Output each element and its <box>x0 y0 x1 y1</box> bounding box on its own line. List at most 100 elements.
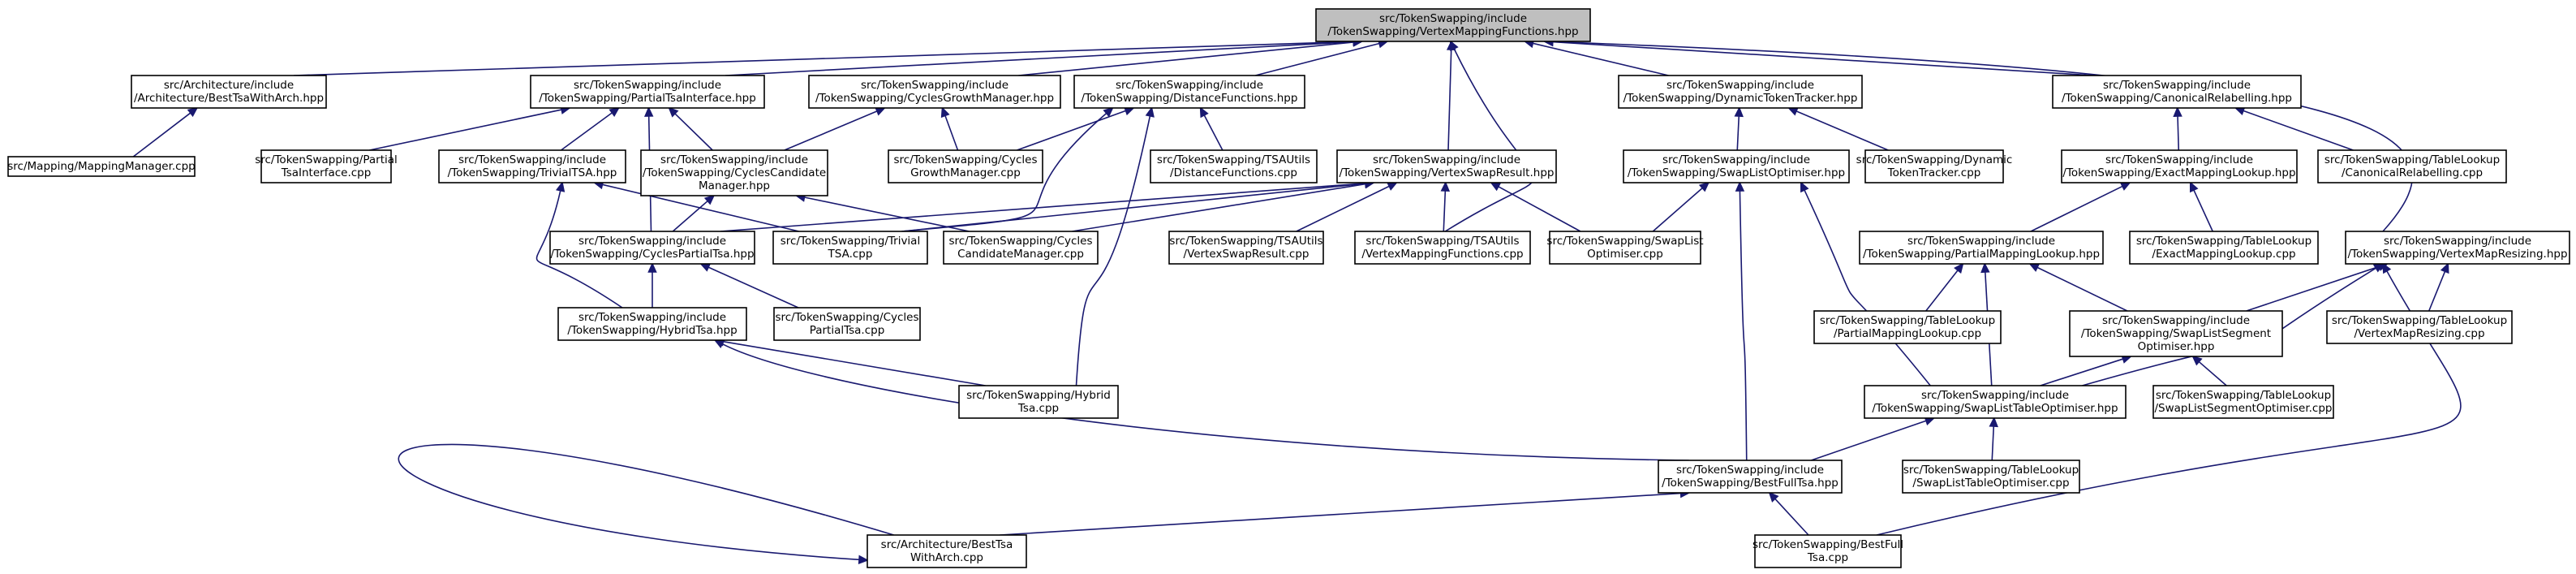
node-box <box>1864 149 2004 183</box>
node-swapListSegmentOptimiserCpp[interactable]: src/TokenSwapping/TableLookup/SwapListSe… <box>2152 385 2334 419</box>
node-box <box>131 75 327 109</box>
node-box <box>1150 149 1318 183</box>
node-label-line: /TokenSwapping/HybridTsa.hpp <box>567 324 737 337</box>
node-trivialTsaCpp[interactable]: src/TokenSwapping/TrivialTSA.cpp <box>772 231 928 265</box>
node-canonicalRelabellingHpp[interactable]: src/TokenSwapping/include/TokenSwapping/… <box>2052 75 2302 109</box>
node-label-line: /TokenSwapping/VertexSwapResult.hpp <box>1340 166 1555 179</box>
node-distanceFunctionsCpp[interactable]: src/TokenSwapping/TSAUtils/DistanceFunct… <box>1150 149 1318 183</box>
node-box <box>7 156 196 177</box>
arrowhead-icon <box>1199 106 1209 119</box>
edge-line <box>1498 186 1581 232</box>
arrowhead-icon <box>1735 181 1745 192</box>
edge-vertexMappingFunctionsCpp-to-root <box>1444 40 1535 232</box>
node-cyclesGrowthManagerHpp[interactable]: src/TokenSwapping/include/TokenSwapping/… <box>808 75 1061 109</box>
node-bestTsaWithArchHpp[interactable]: src/Architecture/include/Architecture/Be… <box>131 75 327 109</box>
node-exactMappingLookupHpp[interactable]: src/TokenSwapping/include/TokenSwapping/… <box>2061 149 2298 183</box>
node-label-line: /TokenSwapping/CyclesCandidate <box>643 166 826 179</box>
node-label-line: src/TokenSwapping/include <box>1676 464 1824 477</box>
node-canonicalRelabellingCpp[interactable]: src/TokenSwapping/TableLookup/CanonicalR… <box>2317 149 2507 183</box>
arrowhead-icon <box>2189 181 2199 193</box>
node-root[interactable]: src/TokenSwapping/include/TokenSwapping/… <box>1315 8 1591 42</box>
node-hybridTsaHpp[interactable]: src/TokenSwapping/include/TokenSwapping/… <box>557 307 747 341</box>
edge-line <box>1203 114 1223 151</box>
edge-hybridTsaCpp-to-hybridTsaHpp <box>713 337 986 386</box>
graph-edges <box>132 37 2462 565</box>
edge-line <box>1795 110 1889 151</box>
edge-vertexSwapResultCpp-to-vertexSwapResultHpp <box>1296 182 1399 232</box>
edge-swapListSegmentOptimiserHpp-to-partialMappingLookupHpp <box>2028 263 2128 312</box>
edge-hybridTsaCpp-to-distanceFunctionsHpp <box>1075 106 1155 386</box>
node-label-line: /TokenSwapping/PartialTsaInterface.hpp <box>539 92 756 105</box>
node-dynamicTokenTrackerHpp[interactable]: src/TokenSwapping/include/TokenSwapping/… <box>1618 75 1863 109</box>
node-dynamicTokenTrackerCpp[interactable]: src/TokenSwapping/DynamicTokenTracker.cp… <box>1856 149 2013 183</box>
edge-line <box>535 190 623 309</box>
edge-line <box>1075 115 1151 386</box>
node-box <box>1549 231 1701 265</box>
node-label-line: src/TokenSwapping/TableLookup <box>2156 389 2331 402</box>
node-cyclesCandidateManagerCpp[interactable]: src/TokenSwapping/CyclesCandidateManager… <box>943 231 1099 265</box>
node-exactMappingLookupCpp[interactable]: src/TokenSwapping/TableLookup/ExactMappi… <box>2129 231 2319 265</box>
node-box <box>260 149 392 183</box>
node-swapListOptimiserCpp[interactable]: src/TokenSwapping/SwapListOptimiser.cpp <box>1546 231 1704 265</box>
node-swapListTableOptimiserCpp[interactable]: src/TokenSwapping/TableLookup/SwapListTa… <box>1902 460 2080 494</box>
node-vertexSwapResultHpp[interactable]: src/TokenSwapping/include/TokenSwapping/… <box>1336 149 1557 183</box>
node-distanceFunctionsHpp[interactable]: src/TokenSwapping/include/TokenSwapping/… <box>1073 75 1305 109</box>
node-vertexMappingFunctionsCpp[interactable]: src/TokenSwapping/TSAUtils/VertexMapping… <box>1354 231 1531 265</box>
arrowhead-icon <box>1103 106 1114 118</box>
edge-line <box>1444 48 1535 232</box>
node-box <box>549 231 755 265</box>
node-partialTsaInterfaceCpp[interactable]: src/TokenSwapping/PartialTsaInterface.cp… <box>255 149 398 183</box>
node-swapListSegmentOptimiserHpp[interactable]: src/TokenSwapping/include/TokenSwapping/… <box>2069 310 2283 357</box>
node-label-line: /DistanceFunctions.cpp <box>1170 166 1297 179</box>
node-label-line: /TokenSwapping/ExactMappingLookup.hpp <box>2062 166 2295 179</box>
node-label-line: src/TokenSwapping/include <box>2384 235 2531 248</box>
node-vertexMapResizingCpp[interactable]: src/TokenSwapping/TableLookup/VertexMapR… <box>2326 310 2513 344</box>
node-box <box>438 149 626 183</box>
arrowhead-icon <box>1490 182 1502 192</box>
edge-line <box>1447 49 1452 151</box>
node-label-line: src/Architecture/BestTsa <box>881 538 1013 551</box>
node-bestFullTsaCpp[interactable]: src/TokenSwapping/BestFullTsa.cpp <box>1752 534 1903 568</box>
node-bestTsaWithArchCpp[interactable]: src/Architecture/BestTsaWithArch.cpp <box>867 534 1027 568</box>
edge-line <box>2030 185 2123 232</box>
node-label-line: /TokenSwapping/TrivialTSA.hpp <box>448 166 617 179</box>
node-label-line: /TokenSwapping/SwapListOptimiser.hpp <box>1628 166 1845 179</box>
node-cyclesGrowthManagerCpp[interactable]: src/TokenSwapping/CyclesGrowthManager.cp… <box>888 149 1043 183</box>
node-label-line: /TokenSwapping/PartialMappingLookup.hpp <box>1863 248 2100 261</box>
edge-partialTsaInterfaceHpp-to-root <box>725 37 1364 76</box>
node-label-line: /CanonicalRelabelling.cpp <box>2342 166 2483 179</box>
node-cyclesPartialTsaCpp[interactable]: src/TokenSwapping/CyclesPartialTsa.cpp <box>773 307 921 341</box>
edge-bestFullTsaCpp-to-vertexMapResizingHpp <box>1876 262 2462 536</box>
node-box <box>1315 8 1591 42</box>
node-box <box>888 149 1043 183</box>
node-partialMappingLookupCpp[interactable]: src/TokenSwapping/TableLookup/PartialMap… <box>1813 310 2002 344</box>
node-cyclesPartialTsaHpp[interactable]: src/TokenSwapping/include/TokenSwapping/… <box>549 231 755 265</box>
arrowhead-icon <box>1734 106 1744 118</box>
node-mappingManagerCpp[interactable]: src/Mapping/MappingManager.cpp <box>7 156 196 177</box>
node-trivialTsaHpp[interactable]: src/TokenSwapping/include/TokenSwapping/… <box>438 149 626 183</box>
edge-line <box>1774 498 1809 536</box>
node-cyclesCandidateManagerHpp[interactable]: src/TokenSwapping/include/TokenSwapping/… <box>640 149 828 196</box>
node-partialTsaInterfaceHpp[interactable]: src/TokenSwapping/include/TokenSwapping/… <box>530 75 765 109</box>
node-box <box>2069 310 2283 357</box>
edge-line <box>720 182 1366 232</box>
node-label-line: /TokenSwapping/VertexMappingFunctions.hp… <box>1327 25 1578 38</box>
node-hybridTsaCpp[interactable]: src/TokenSwapping/HybridTsa.cpp <box>958 385 1119 419</box>
node-vertexSwapResultCpp[interactable]: src/TokenSwapping/TSAUtils/VertexSwapRes… <box>1168 231 1324 265</box>
edge-line <box>1876 270 2462 536</box>
edge-hybridTsaHpp-to-cyclesPartialTsaHpp <box>647 262 657 308</box>
edge-line <box>804 196 970 232</box>
arrowhead-icon <box>1800 181 1809 193</box>
node-bestFullTsaHpp[interactable]: src/TokenSwapping/include/TokenSwapping/… <box>1658 460 1843 494</box>
node-swapListOptimiserHpp[interactable]: src/TokenSwapping/include/TokenSwapping/… <box>1623 149 1850 183</box>
edge-cyclesCandidateManagerHpp-to-partialTsaInterfaceHpp <box>668 106 713 151</box>
edge-exactMappingLookupHpp-to-canonicalRelabellingHpp <box>2173 106 2183 151</box>
node-swapListTableOptimiserHpp[interactable]: src/TokenSwapping/include/TokenSwapping/… <box>1864 385 2127 419</box>
arrowhead-icon <box>1980 262 1990 274</box>
node-vertexMapResizingHpp[interactable]: src/TokenSwapping/include/TokenSwapping/… <box>2345 231 2570 265</box>
node-partialMappingLookupHpp[interactable]: src/TokenSwapping/include/TokenSwapping/… <box>1859 231 2104 265</box>
node-label-line: src/Architecture/include <box>164 79 294 92</box>
node-box <box>530 75 765 109</box>
edge-line <box>561 112 613 151</box>
